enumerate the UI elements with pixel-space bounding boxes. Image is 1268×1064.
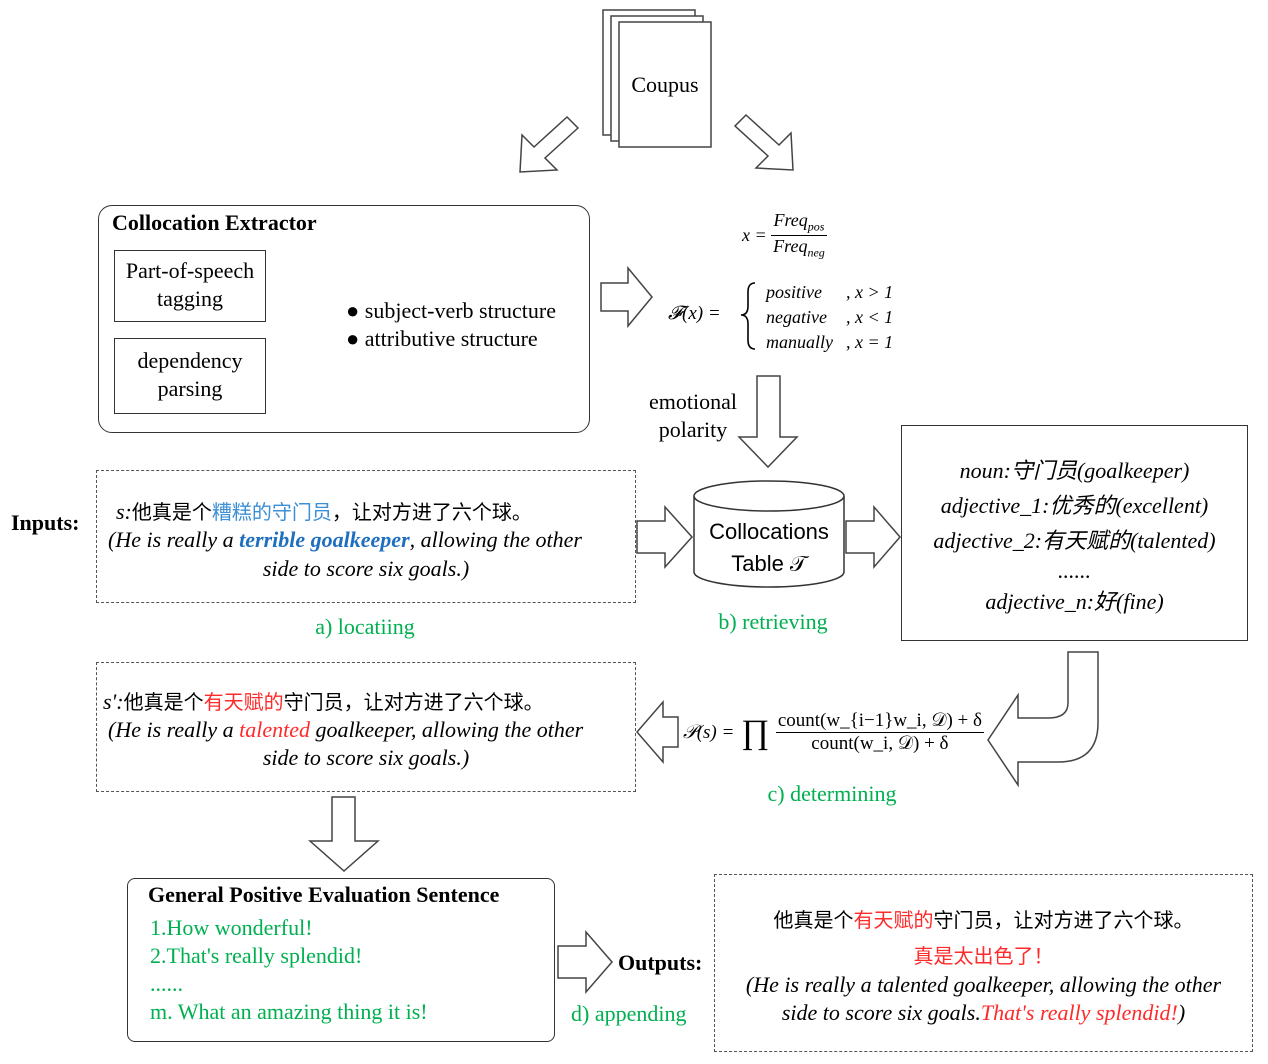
corpus-stack-icon [602,9,712,148]
modified-zh-sentence: s':他真是个有天赋的守门员，让对方进了六个球。 [103,689,544,714]
pos-tagging-box: Part-of-speech tagging [114,250,266,322]
general-sentence-m: m. What an amazing thing it is! [150,999,428,1024]
inputs-label: Inputs: [11,510,80,535]
general-sentence-2: 2.That's really splendid! [150,943,363,968]
retrieved-collocations-box [901,425,1248,641]
probability-formula: 𝒫(s) = ∏ count(w_{i−1}w_i, 𝒟) + δ count(… [683,710,984,754]
outputs-label: Outputs: [618,950,703,975]
arrow-to-formula [600,265,653,329]
modified-en-line2: side to score six goals.) [262,745,470,770]
extractor-output-2: ● attributive structure [346,326,538,351]
general-sentence-1: 1.How wonderful! [150,915,313,940]
step-b-label: b) retrieving [718,609,828,634]
output-zh-line1: 他真是个有天赋的守门员，让对方进了六个球。 [773,908,1194,932]
general-positive-box [127,878,555,1042]
output-sentence-box [714,874,1253,1052]
step-a-label: a) locatiing [315,614,415,639]
arrow-down-left [519,115,580,173]
retrieved-adj-1: adjective_1:优秀的(excellent) [940,493,1209,518]
output-zh-line2: 真是太出色了！ [913,944,1054,968]
modified-sentence-box [96,662,636,792]
cases-brace [740,282,756,350]
collocations-table-label: Collocations Table 𝒯 [709,519,829,576]
corpus-label: Coupus [631,72,699,97]
dependency-parsing-box: dependency parsing [114,338,266,414]
input-en-line2: side to score six goals.) [262,556,470,581]
general-sentence-ellipsis: ...... [150,971,183,996]
input-zh-sentence: s:他真是个糟糕的守门员，让对方进了六个球。 [116,499,532,524]
retrieved-noun: noun:守门员(goalkeeper) [959,458,1190,483]
arrow-to-table [737,375,799,469]
dependency-parsing-label: dependency parsing [137,348,243,401]
ratio-formula: x = Freqpos Freqneg [742,210,827,260]
arrow-uturn [987,651,1099,788]
general-positive-list: 1.How wonderful! 2.That's really splendi… [150,914,428,1026]
arrow-to-outputs [557,929,613,995]
emotional-polarity-label: emotional polarity [649,389,737,442]
step-d-label: d) appending [571,1001,687,1026]
output-en-line1: (He is really a talented goalkeeper, all… [745,972,1222,997]
collocations-table-cylinder [693,480,845,588]
polarity-cases: positive, x > 1 negative, x < 1 manually… [766,282,894,352]
input-en-line1: (He is really a terrible goalkeeper, all… [108,527,582,552]
arrow-inputs-to-table [636,505,694,569]
modified-en-line1: (He is really a talented goalkeeper, all… [108,717,584,742]
pos-tagging-label: Part-of-speech tagging [125,258,255,311]
retrieved-adj-n: adjective_n:好(fine) [985,589,1164,614]
arrow-table-to-retrieved [845,504,901,570]
extractor-title: Collocation Extractor [112,210,317,235]
extractor-output-1: ● subject-verb structure [346,298,556,323]
arrow-to-general [308,796,380,873]
retrieved-list: noun:守门员(goalkeeper) adjective_1:优秀的(exc… [901,453,1248,619]
arrow-to-modified [636,699,679,765]
retrieved-ellipsis: ...... [1058,558,1091,583]
output-en-line2: side to score six goals.That's really sp… [781,1000,1186,1025]
arrow-down-right [733,113,794,171]
polarity-function-lhs: 𝓕(x) = [668,303,721,324]
input-sentence-box [96,470,636,603]
step-c-label: c) determining [767,781,897,806]
retrieved-adj-2: adjective_2:有天赋的(talented) [933,528,1216,553]
general-positive-title: General Positive Evaluation Sentence [148,882,500,907]
